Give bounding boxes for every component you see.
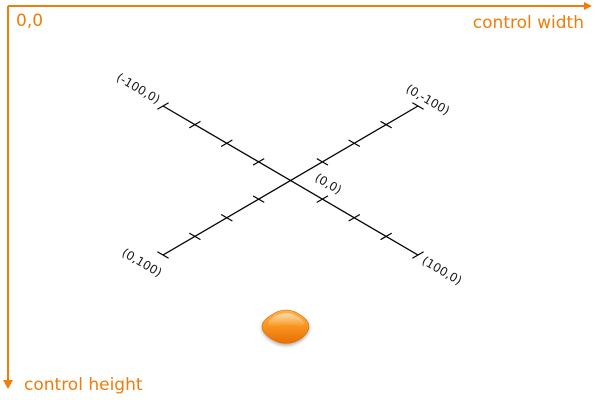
axis-x-tick xyxy=(316,195,329,203)
axis-y-tick xyxy=(188,232,201,241)
height-label: control height xyxy=(24,375,143,395)
axis-y-tick xyxy=(348,139,361,148)
label-positive-y: (0,100) xyxy=(119,246,164,280)
axis-y-tick xyxy=(157,251,169,259)
axis-y-tick xyxy=(380,120,393,129)
axis-y-tick xyxy=(220,213,233,222)
label-negative-x: (-100,0) xyxy=(114,70,163,106)
axis-x-tick xyxy=(157,102,169,110)
axis-x-tick xyxy=(220,139,233,148)
axis-x-tick xyxy=(252,158,265,166)
axis-y-tick xyxy=(412,102,424,110)
axis-x-tick xyxy=(412,251,424,259)
axis-x-tick xyxy=(188,120,201,129)
width-label: control width xyxy=(473,13,584,33)
label-positive-x: (100,0) xyxy=(419,254,464,288)
control-frame xyxy=(3,2,592,389)
label-center: (0,0) xyxy=(312,171,344,197)
rotated-axes xyxy=(157,102,424,259)
axis-x-tick xyxy=(348,213,361,222)
label-negative-y: (0,-100) xyxy=(403,82,452,118)
axis-y-tick xyxy=(316,158,329,166)
frame-down-arrowhead xyxy=(3,380,13,389)
axis-y-line xyxy=(162,105,419,256)
axis-y-tick xyxy=(252,195,265,203)
frame-right-arrowhead xyxy=(584,2,592,10)
orange-diamond-marker-icon xyxy=(261,309,310,344)
origin-label: 0,0 xyxy=(16,11,43,31)
axis-x-tick xyxy=(380,232,393,241)
